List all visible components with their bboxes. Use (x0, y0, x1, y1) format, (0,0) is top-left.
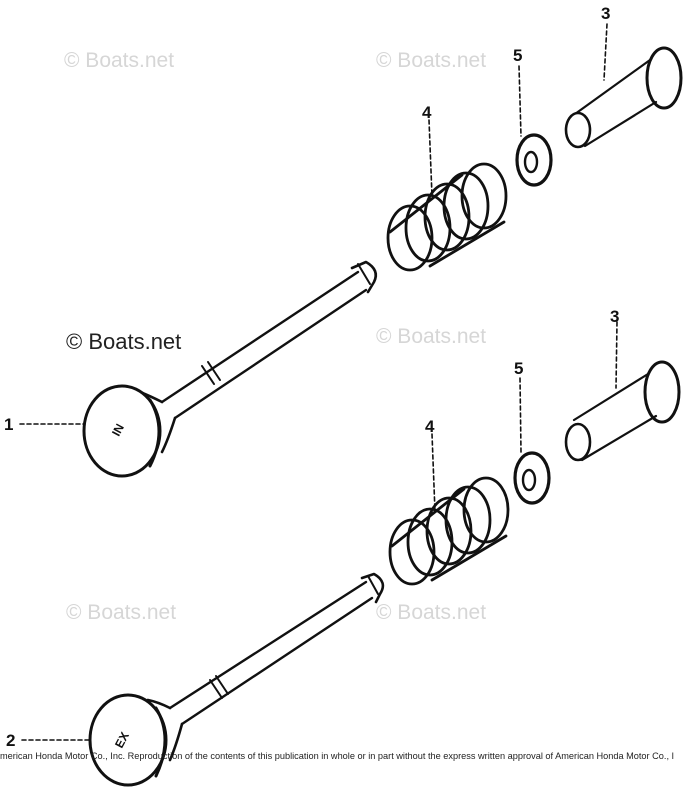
watermark: © Boats.net (376, 49, 487, 72)
copyright-notice: merican Honda Motor Co., Inc. Reproducti… (0, 751, 675, 761)
callout-2: 2 (6, 731, 16, 750)
leader-lines (19, 23, 618, 741)
exhaust-valve (88, 572, 385, 787)
callout-4-top: 4 (422, 103, 432, 122)
valve-guide-bottom (564, 360, 681, 462)
callout-5-top: 5 (513, 46, 523, 65)
valve-guide-top (564, 46, 683, 149)
callout-3-top: 3 (601, 4, 611, 23)
watermark: © Boats.net (64, 49, 175, 72)
spring-retainer-bottom (513, 451, 551, 505)
callout-4-bottom: 4 (425, 417, 435, 436)
watermark: © Boats.net (376, 601, 487, 624)
intake-valve (82, 260, 378, 478)
callout-1: 1 (4, 415, 14, 434)
callout-5-bottom: 5 (514, 359, 524, 378)
valve-spring-top (386, 162, 508, 272)
valve-spring-bottom (388, 476, 510, 586)
callout-3-bottom: 3 (610, 307, 620, 326)
watermark-dark: © Boats.net (66, 329, 182, 354)
watermark: © Boats.net (66, 601, 177, 624)
watermark: © Boats.net (376, 325, 487, 348)
spring-retainer-top (515, 133, 553, 187)
